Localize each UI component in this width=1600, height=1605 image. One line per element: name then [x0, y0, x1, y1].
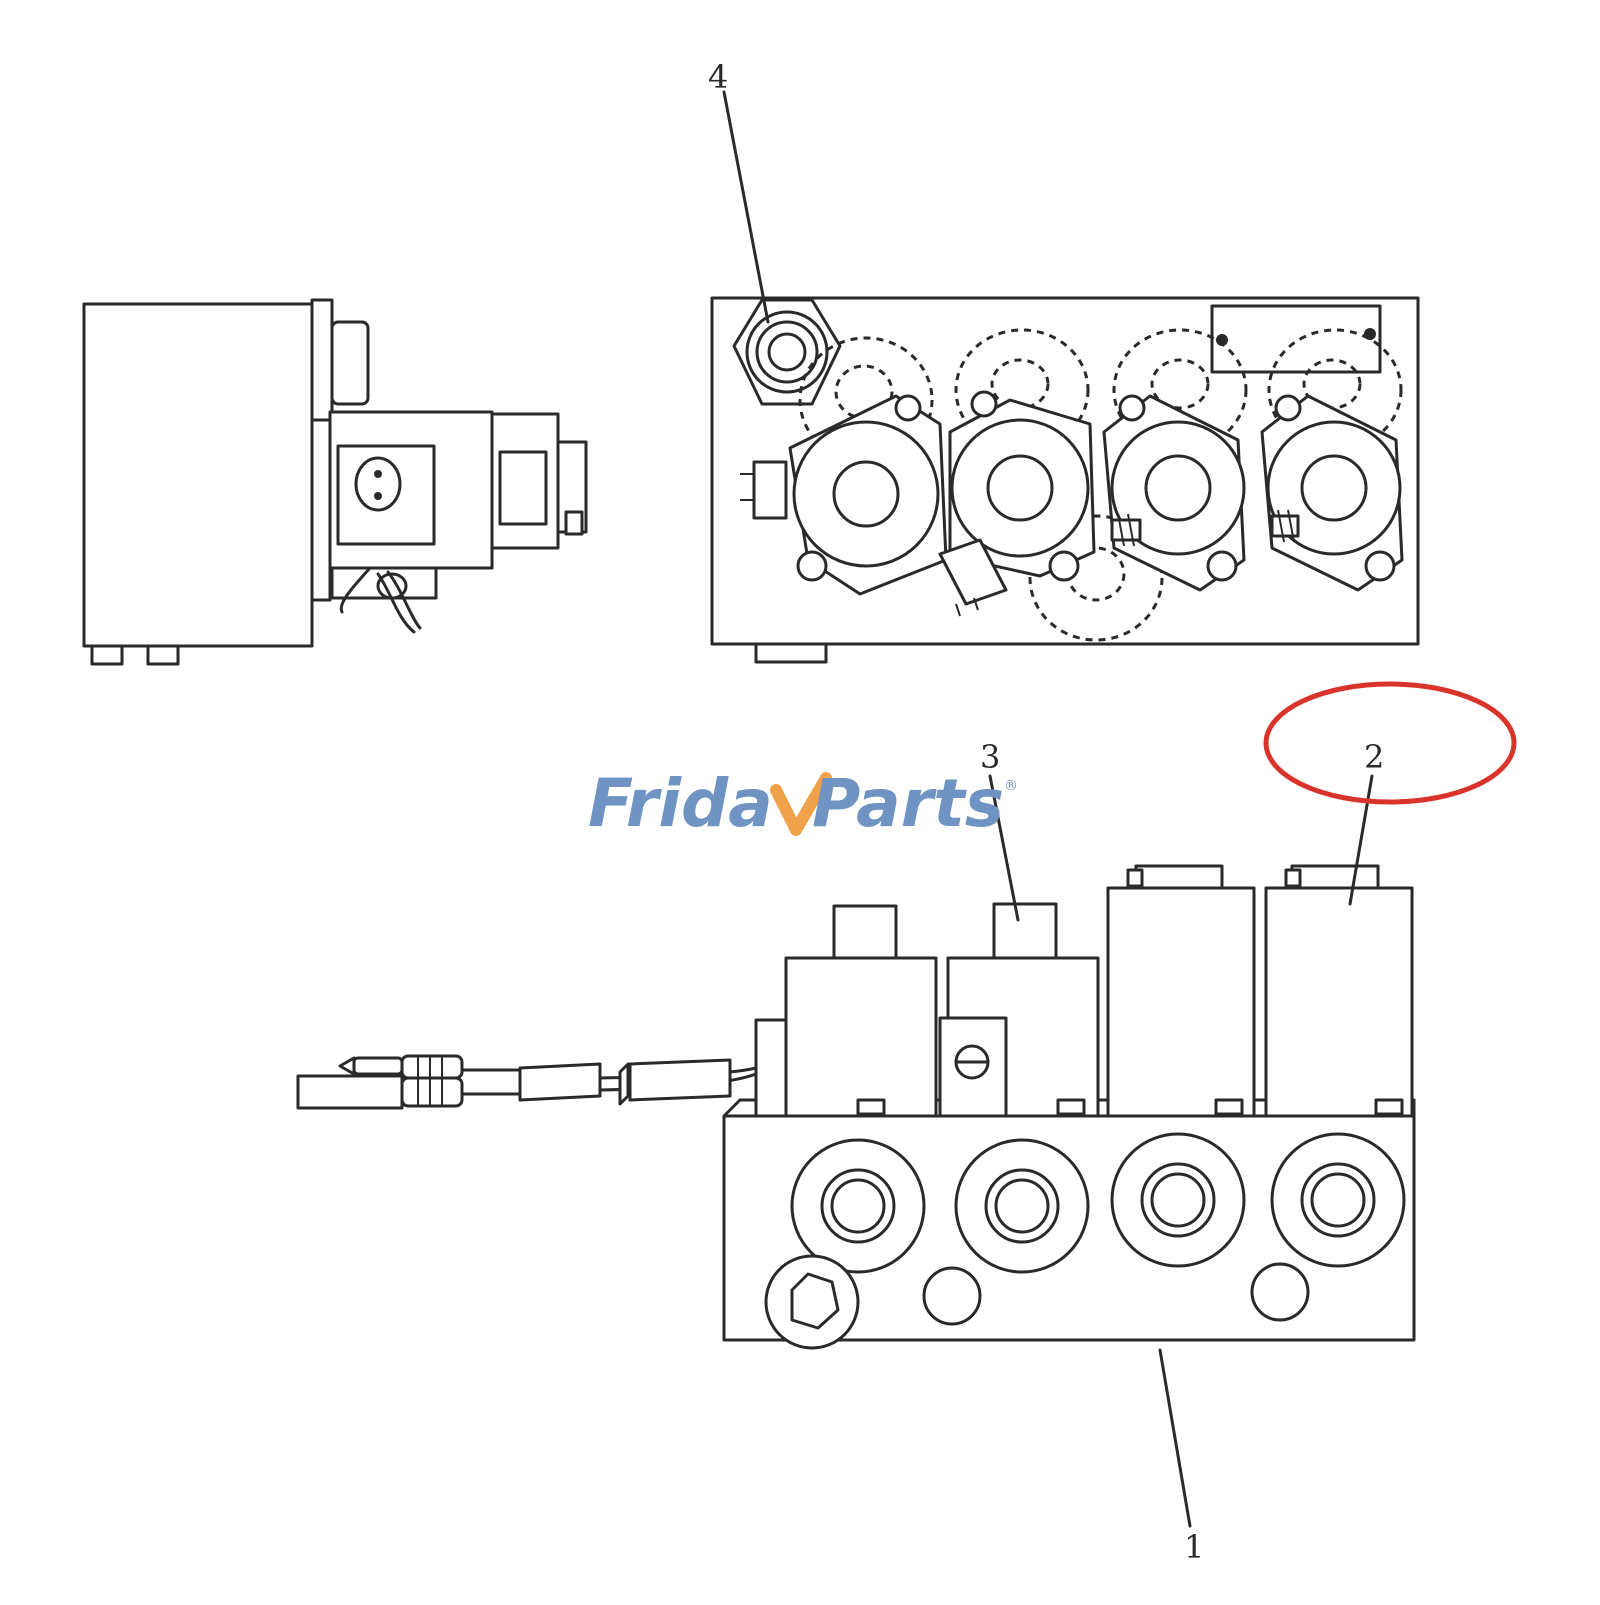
callout-1: 1	[1184, 1528, 1204, 1566]
front-view	[296, 864, 1416, 1350]
wire-harness	[296, 1054, 758, 1110]
watermark-logo: Frida Parts ®	[588, 765, 1018, 842]
plug-hex	[732, 298, 842, 406]
coils-front	[754, 864, 1414, 1118]
coil-flanges-top	[740, 390, 1404, 617]
svg-text:Frida: Frida	[588, 765, 773, 842]
ports	[764, 1132, 1406, 1350]
side-view	[82, 298, 588, 666]
watermark-registered: ®	[1004, 778, 1018, 794]
svg-text:Parts: Parts	[812, 765, 1004, 842]
highlight-ellipse	[1263, 681, 1517, 805]
leader-lines	[722, 90, 1374, 1528]
watermark-text-1: Frida	[588, 765, 773, 842]
watermark-y-icon	[770, 772, 832, 836]
top-view	[710, 296, 1420, 664]
callout-2: 2	[1364, 738, 1384, 776]
callout-3: 3	[980, 738, 1000, 776]
callout-labels: 4 3 2 1	[708, 58, 1384, 1566]
watermark-text-2: Parts	[812, 765, 1004, 842]
callout-4: 4	[708, 58, 728, 96]
